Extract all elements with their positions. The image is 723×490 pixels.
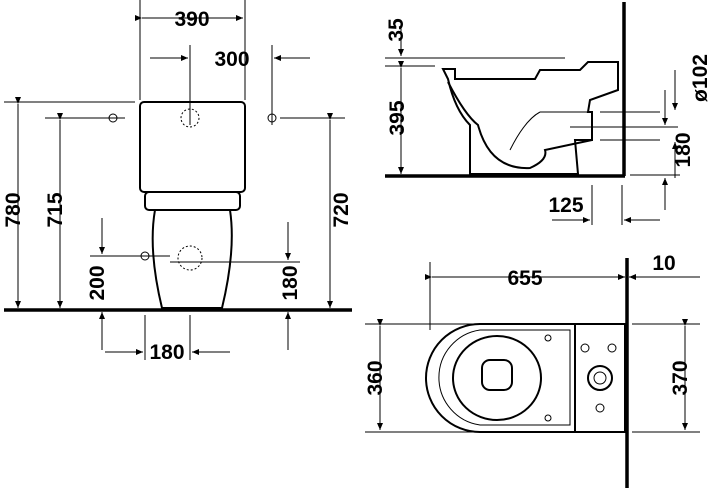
dim-715: 715	[44, 192, 67, 227]
dim-655: 655	[507, 267, 542, 290]
dim-180-width: 180	[149, 341, 184, 364]
dim-200: 200	[86, 265, 109, 300]
dim-720: 720	[330, 192, 353, 227]
dim-10: 10	[652, 252, 675, 275]
front-view: 390 300 180 780 715 720 200 180	[2, 0, 353, 364]
dim-300: 300	[214, 48, 249, 71]
dim-diameter-102: ø102	[689, 54, 712, 102]
dim-370: 370	[669, 360, 692, 395]
side-view: 35 395 ø102 180 125	[385, 2, 712, 225]
top-view: 655 10 360 370	[364, 252, 700, 488]
dim-390: 390	[174, 8, 209, 31]
dim-360: 360	[364, 360, 387, 395]
dim-180-outlet: 180	[672, 132, 695, 167]
dim-180-height: 180	[279, 265, 302, 300]
dim-395: 395	[386, 100, 409, 135]
dim-35: 35	[385, 18, 408, 42]
dim-125: 125	[548, 194, 583, 217]
dim-780: 780	[2, 192, 25, 227]
